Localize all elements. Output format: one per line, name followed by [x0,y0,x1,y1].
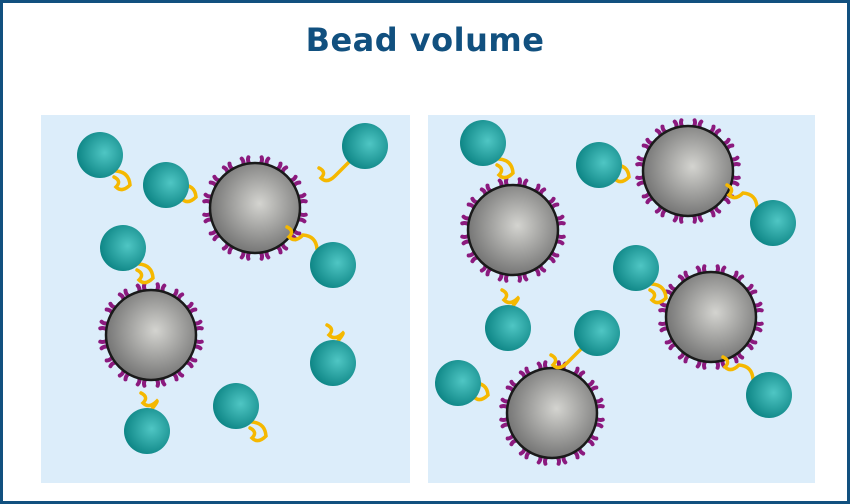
target-molecule [342,123,388,169]
target-molecule [613,245,659,291]
target-molecule [310,340,356,386]
target-molecule [485,305,531,351]
target-molecule [310,242,356,288]
bead [641,124,735,218]
linker [135,262,155,285]
target-molecule [750,200,796,246]
bead [208,161,302,255]
target-molecule [143,162,189,208]
bead [505,366,599,460]
bead-volume-illustration [41,115,815,483]
target-molecule [576,142,622,188]
target-molecule [77,132,123,178]
target-molecule [746,372,792,418]
diagram-title: Bead volume [305,21,545,59]
linker [139,391,159,417]
target-molecule [435,360,481,406]
target-molecule [100,225,146,271]
linker [500,288,520,314]
target-molecule [460,120,506,166]
target-molecule [124,408,170,454]
linker [248,420,268,443]
linker [325,323,345,349]
right-panel [428,115,815,483]
linker [285,225,319,251]
linker [317,160,351,183]
linker [648,282,668,305]
bead [664,270,758,364]
linker [112,169,132,192]
target-molecule [574,310,620,356]
linker [495,157,515,180]
bead [104,288,198,382]
linker [721,355,755,381]
linker [549,347,583,370]
target-molecule [213,383,259,429]
bead [466,183,560,277]
linker [725,183,759,209]
